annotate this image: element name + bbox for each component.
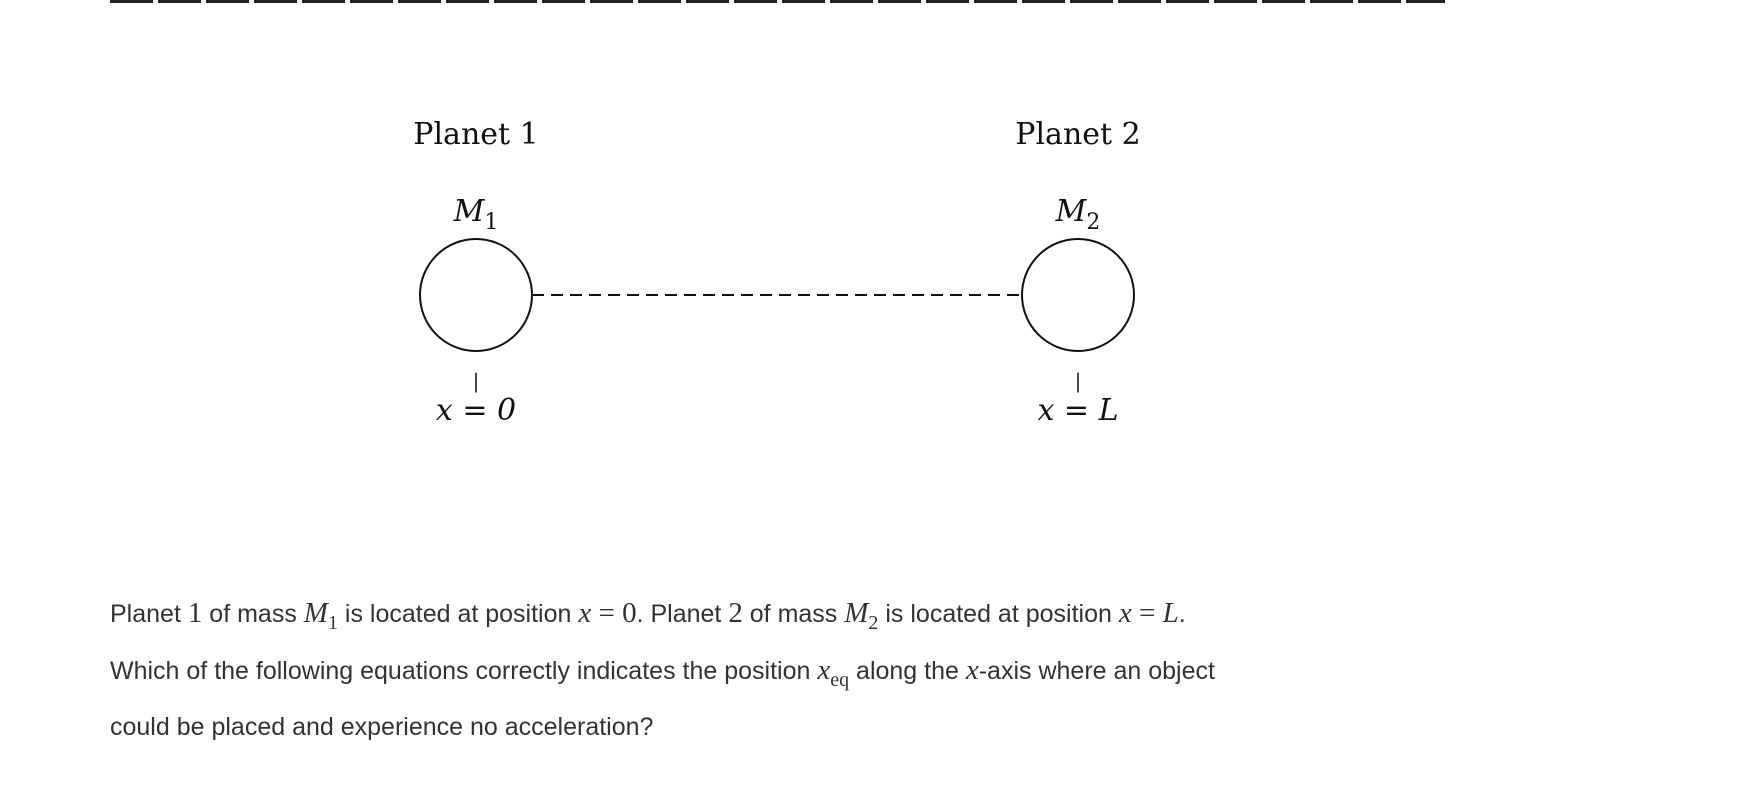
question-line-3: could be placed and experience no accele…	[110, 713, 654, 741]
planet-2-name: Planet 2	[1015, 117, 1140, 152]
question-text: Planet 1 of mass M1 is located at positi…	[110, 585, 1430, 755]
planet-1-circle	[419, 238, 533, 352]
top-divider	[110, 0, 1445, 3]
question-line-1: Planet 1 of mass M1 is located at positi…	[110, 597, 1186, 634]
planet-2-circle	[1021, 238, 1135, 352]
planet-2-tick: |	[1075, 369, 1082, 394]
planet-1-mass-label: M1	[453, 194, 499, 235]
planet-1-name: Planet 1	[413, 117, 538, 152]
two-planet-diagram: Planet 1 M1 | x = 0 Planet 2 M2 | x = L	[413, 117, 1140, 428]
mass-1-symbol: M1	[303, 597, 338, 634]
planet-2-position-label: x = L	[1037, 393, 1118, 428]
question-line-2: Which of the following equations correct…	[110, 654, 1215, 691]
mass-2-symbol: M2	[844, 597, 879, 634]
planet-1-position-label: x = 0	[436, 393, 516, 428]
planet-2-mass-label: M2	[1055, 194, 1101, 235]
x-eq-symbol: xeq	[817, 654, 850, 691]
planet-1-tick: |	[473, 369, 480, 394]
